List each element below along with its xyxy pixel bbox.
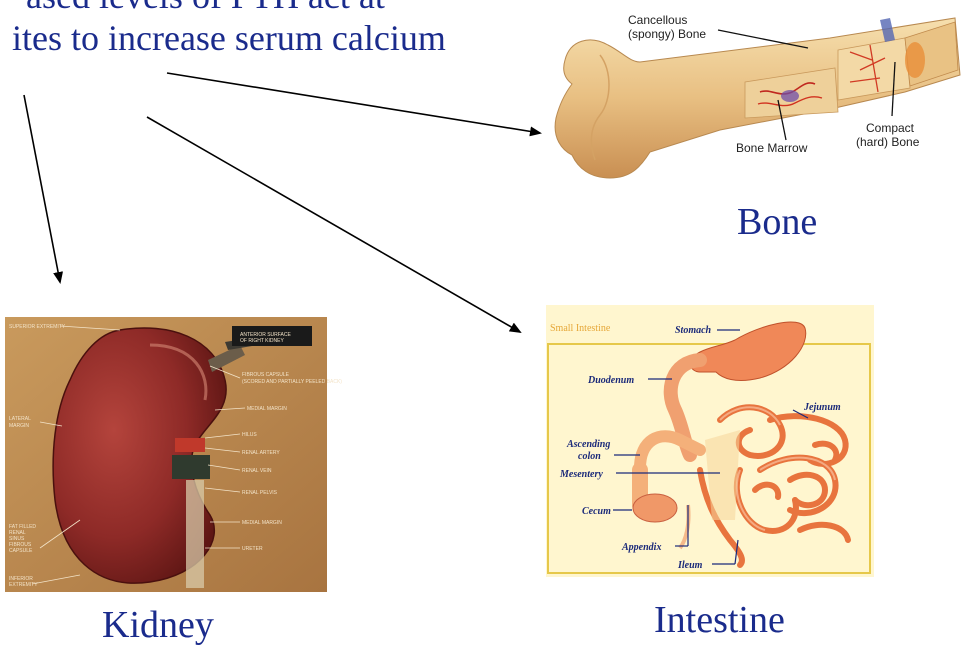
kidney-label-pelvis: RENAL PELVIS [242,490,278,496]
kidney-label-anterior-2: OF RIGHT KIDNEY [240,338,284,344]
caption-bone: Bone [737,202,817,242]
kidney-label-fibrous-1: FIBROUS CAPSULE [242,372,290,378]
arrow-to-intestine [147,117,520,332]
intestine-label-appendix: Appendix [621,542,661,553]
kidney-label-medial-2: MEDIAL MARGIN [242,520,282,526]
kidney-label-fibrous-2: (SCORED AND PARTIALLY PEELED BACK) [242,379,342,385]
arrow-to-kidney [24,95,60,282]
intestine-label-duodenum: Duodenum [587,375,634,386]
intestine-label-ascending-1: Ascending [566,439,610,450]
kidney-label-artery: RENAL ARTERY [242,450,280,456]
bone-label-compact-2: (hard) Bone [856,135,920,149]
kidney-label-medial: MEDIAL MARGIN [247,406,287,412]
kidney-label-lateral-2: MARGIN [9,423,29,429]
bone-label-marrow: Bone Marrow [736,141,808,155]
kidney-label-fat-5: CAPSULE [9,548,33,554]
caption-intestine: Intestine [654,600,785,640]
kidney-label-ureter: URETER [242,546,263,552]
kidney-label-superior: SUPERIOR EXTREMITY [9,324,66,330]
bone-label-cancellous-2: (spongy) Bone [628,27,706,41]
intestine-label-ileum: Ileum [677,560,703,571]
kidney-label-vein: RENAL VEIN [242,468,272,474]
caption-kidney: Kidney [102,605,214,645]
intestine-label-cecum: Cecum [582,506,611,517]
intestine-label-jejunum: Jejunum [803,402,841,413]
kidney-label-inferior-2: EXTREMITY [9,582,38,588]
arrow-to-bone [167,73,540,133]
bone-label-cancellous-1: Cancellous [628,13,687,27]
intestine-label-small-intestine: Small Intestine [550,323,611,334]
intestine-label-ascending-2: colon [578,451,601,462]
kidney-label-lateral-1: LATERAL [9,416,31,422]
kidney-label-hilus: HILUS [242,432,257,438]
intestine-label-mesentery: Mesentery [559,469,603,480]
intestine-label-stomach: Stomach [675,325,712,336]
bone-label-compact-1: Compact [866,121,915,135]
